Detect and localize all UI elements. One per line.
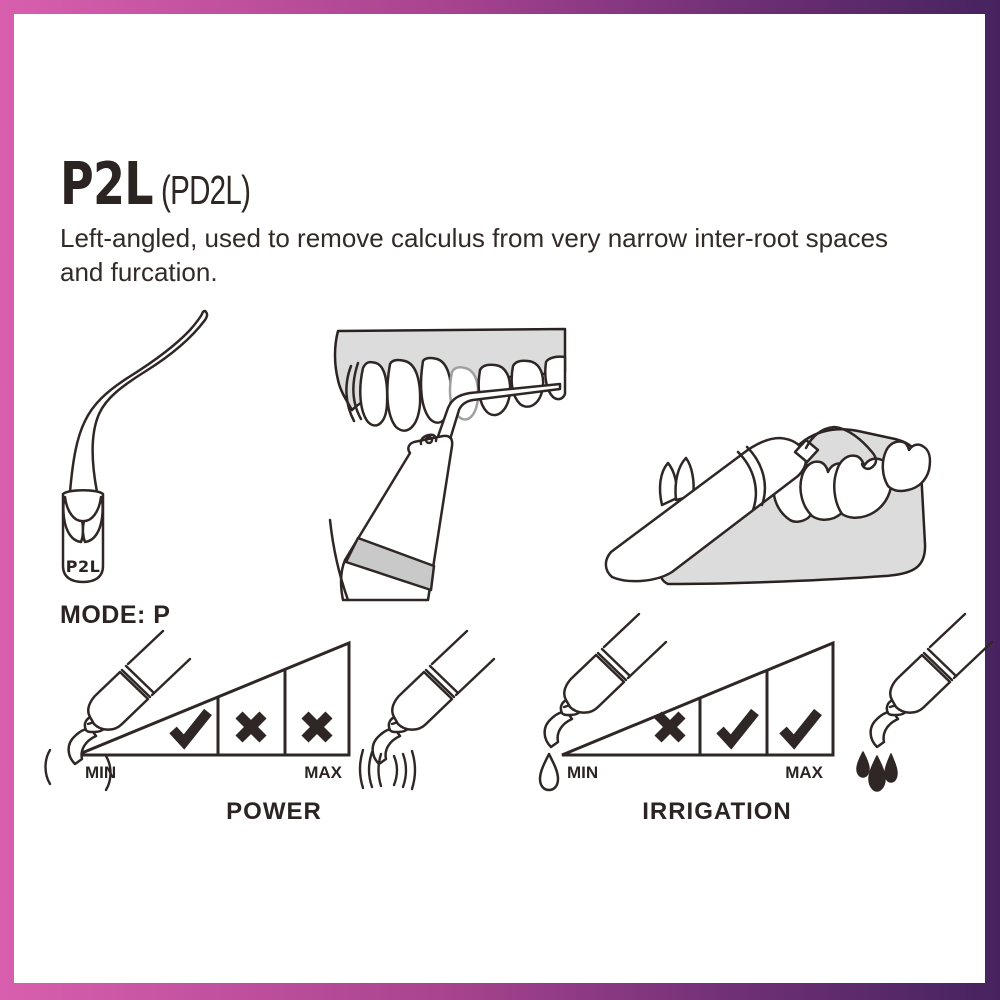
irrigation-wedge — [561, 640, 835, 757]
tip-shank — [68, 309, 209, 494]
power-cell-1-mark — [169, 708, 212, 750]
tip-illustration: P2L — [61, 309, 209, 584]
product-code: P2L — [60, 149, 154, 218]
page-title: P2L(PD2L) — [60, 154, 285, 213]
tooth — [881, 440, 932, 493]
handpiece-collar — [419, 433, 438, 446]
lower-front-cusps — [658, 456, 695, 507]
scaler-tip-in-use — [804, 425, 878, 471]
irrigation-cell-2-mark — [716, 708, 759, 750]
product-description: Left-angled, used to remove calculus fro… — [60, 221, 888, 289]
tooth-edge-line — [345, 364, 356, 423]
cusp — [674, 456, 695, 502]
cheek-line — [328, 518, 350, 602]
handpiece-body — [604, 436, 808, 583]
tip-base-notch-right — [81, 495, 104, 544]
tooth — [359, 360, 389, 427]
tooth — [510, 359, 545, 408]
irrigation-diagram: MIN MAX — [538, 612, 994, 792]
irrigation-cell-3-mark — [779, 708, 822, 750]
irrigation-cell-1-mark — [654, 711, 686, 743]
tooth-edge-line — [352, 361, 363, 421]
handpiece-icon-high-water — [869, 612, 994, 749]
irrigation-min-label: MIN — [567, 763, 598, 782]
vibration-weak-icon — [44, 748, 112, 792]
handpiece-grip-band — [344, 536, 436, 592]
power-title: POWER — [226, 798, 322, 825]
power-wedge — [76, 640, 351, 757]
mode-label: MODE: P — [60, 601, 171, 629]
description-line-2: and furcation. — [60, 257, 218, 287]
handpiece-icon-strong — [371, 629, 496, 766]
tip-holder — [793, 438, 820, 464]
irrigation-max-label: MAX — [785, 763, 823, 782]
usage-illustration-posterior — [604, 425, 932, 586]
water-drops-multi-icon — [856, 751, 898, 792]
tooth — [544, 355, 567, 401]
tip-base-notch-left — [62, 495, 85, 544]
usage-illustration-anterior — [328, 327, 567, 602]
water-drop-single-icon — [538, 752, 560, 792]
description-line-1: Left-angled, used to remove calculus fro… — [60, 223, 889, 253]
power-cell-2-mark — [235, 711, 267, 743]
tooth — [386, 358, 422, 432]
power-cell-3-mark — [301, 711, 333, 743]
content-area: P2L(PD2L) Left-angled, used to remove ca… — [14, 14, 994, 983]
vibration-strong-icon — [358, 748, 417, 791]
handpiece-ring-line — [745, 445, 767, 507]
handpiece-collar-bump — [424, 435, 434, 445]
power-diagram: MIN MAX — [44, 629, 496, 792]
power-min-label: MIN — [85, 763, 116, 782]
handpiece-ring-line — [736, 450, 758, 512]
tooth — [833, 454, 893, 519]
product-code-alt: (PD2L) — [160, 167, 251, 213]
tip-label: P2L — [66, 557, 101, 576]
irrigation-title: IRRIGATION — [642, 798, 792, 825]
power-max-label: MAX — [304, 763, 342, 782]
